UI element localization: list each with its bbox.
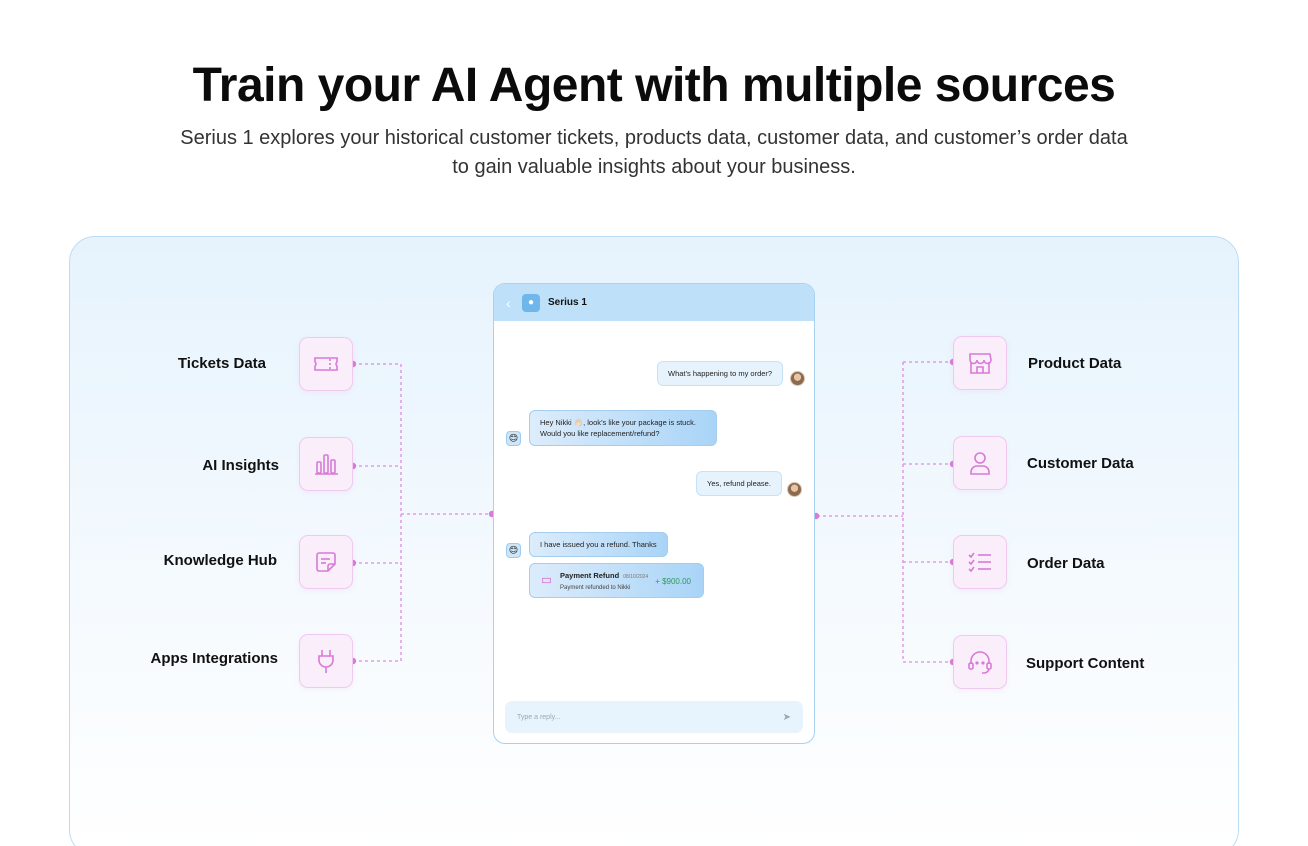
reply-placeholder: Type a reply... [517,713,561,721]
source-customer-data[interactable] [953,436,1007,490]
source-label-customer-data: Customer Data [1027,455,1134,472]
source-ai-insights[interactable] [299,437,353,491]
page-title: Train your AI Agent with multiple source… [192,59,1116,112]
note-icon [316,552,336,572]
headset-icon [968,651,992,674]
message-bot-line: Hey Nikki 👋🏻, look’s like your package i… [540,418,696,427]
chat-window: ‹ ● Serius 1 What’s happening to my orde… [493,283,815,744]
agent-avatar: ● [522,293,540,312]
source-tickets-data[interactable] [299,337,353,391]
bar-chart-icon [315,454,338,475]
source-knowledge-hub[interactable] [299,535,353,589]
payment-date: 08/10/2024 [623,574,649,580]
plug-icon [318,650,334,673]
source-order-data[interactable] [953,535,1007,589]
user-avatar [790,371,805,386]
source-support-content[interactable] [953,635,1007,689]
person-icon [970,452,990,475]
reply-input[interactable]: Type a reply... ➤ [505,701,803,733]
storefront-icon [969,353,992,374]
agent-name: Serius 1 [548,297,587,308]
payment-amount: + $900.00 [655,577,691,586]
message-bot-line: Would you like replacement/refund? [540,429,660,438]
source-label-support-content: Support Content [1026,655,1145,672]
back-icon[interactable]: ‹ [506,294,511,311]
bot-avatar: 😊 [506,431,521,446]
source-apps-integrations[interactable] [299,634,353,688]
user-avatar [787,482,802,497]
message-bot: Hey Nikki 👋🏻, look’s like your package i… [529,410,717,446]
ticket-icon [542,577,551,584]
bot-avatar: 😊 [506,543,521,558]
source-label-product-data: Product Data [1028,355,1122,372]
send-icon[interactable]: ➤ [782,711,791,723]
message-bot: I have issued you a refund. Thanks [529,532,668,557]
checklist-icon [968,552,991,573]
message-user: What’s happening to my order? [657,361,784,386]
payment-subtitle: Payment refunded to Nikki [560,585,631,591]
source-label-knowledge-hub: Knowledge Hub [163,552,277,569]
source-label-order-data: Order Data [1027,555,1105,572]
chat-header: ‹ ● Serius 1 [494,284,814,321]
page-subtitle: Serius 1 explores your historical custom… [180,127,1128,178]
source-label-tickets-data: Tickets Data [177,355,266,372]
source-label-apps-integrations: Apps Integrations [150,650,278,667]
source-product-data[interactable] [953,336,1007,390]
payment-title: Payment Refund [560,571,620,580]
source-label-ai-insights: AI Insights [202,457,279,474]
ticket-icon [314,357,338,371]
message-user: Yes, refund please. [696,471,782,496]
